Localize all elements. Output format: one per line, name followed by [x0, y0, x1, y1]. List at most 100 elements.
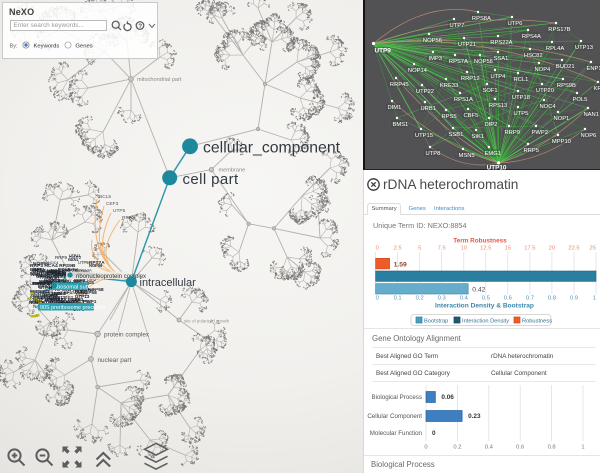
svg-text:0.3: 0.3: [438, 296, 446, 302]
svg-text:intracellular: intracellular: [140, 277, 197, 289]
svg-text:POL5: POL5: [83, 287, 95, 292]
svg-text:UTP13: UTP13: [45, 297, 60, 302]
svg-text:nuclear part: nuclear part: [98, 357, 132, 364]
svg-text:NOP56: NOP56: [44, 293, 59, 298]
svg-text:MRD1: MRD1: [39, 300, 52, 305]
svg-text:UTP21: UTP21: [69, 254, 80, 258]
svg-text:RPS14A: RPS14A: [46, 297, 64, 302]
svg-text:EMG1: EMG1: [485, 151, 501, 157]
svg-text:RRP36: RRP36: [47, 296, 61, 301]
svg-text:0.9: 0.9: [570, 296, 578, 302]
svg-text:25: 25: [590, 246, 596, 252]
svg-text:NAN1: NAN1: [68, 257, 79, 262]
svg-text:UTP9: UTP9: [375, 48, 392, 55]
svg-text:NOP1: NOP1: [554, 116, 570, 122]
svg-text:SIK1: SIK1: [472, 134, 485, 140]
svg-text:POL5: POL5: [573, 97, 588, 103]
svg-text:NOP12: NOP12: [52, 278, 68, 283]
svg-text:20: 20: [549, 246, 555, 252]
svg-text:SNU13: SNU13: [30, 293, 44, 298]
svg-text:NOC4: NOC4: [540, 104, 557, 110]
svg-text:BMS1: BMS1: [46, 269, 58, 274]
svg-text:UTP9: UTP9: [44, 293, 55, 298]
svg-text:RRP45: RRP45: [390, 82, 409, 88]
svg-text:NOP56: NOP56: [89, 263, 103, 268]
svg-text:RPS14A: RPS14A: [44, 291, 62, 296]
svg-text:NSR1: NSR1: [45, 275, 55, 280]
svg-text:SOF1: SOF1: [483, 88, 498, 94]
svg-text:10: 10: [461, 246, 467, 252]
svg-text:0.1: 0.1: [394, 296, 402, 302]
svg-text:RPS17B: RPS17B: [548, 27, 570, 33]
svg-text:RCL1: RCL1: [40, 275, 52, 280]
svg-text:RRP9: RRP9: [505, 130, 520, 136]
svg-text:RPL4A: RPL4A: [546, 46, 565, 52]
svg-text:NOC4: NOC4: [29, 300, 42, 305]
svg-text:SSA1: SSA1: [494, 56, 509, 62]
svg-text:UTP21: UTP21: [458, 42, 476, 48]
svg-text:UTP4: UTP4: [491, 74, 507, 80]
svg-text:CBF5: CBF5: [464, 113, 479, 119]
svg-text:RPS1A: RPS1A: [38, 284, 54, 289]
svg-text:NOC4: NOC4: [31, 269, 45, 275]
svg-text:NOP56: NOP56: [423, 38, 442, 44]
svg-text:NOP58: NOP58: [44, 278, 60, 284]
svg-text:Molecular Function: Molecular Function: [370, 430, 423, 437]
svg-text:DBP2: DBP2: [44, 280, 54, 284]
svg-text:RPS7A: RPS7A: [449, 59, 468, 65]
svg-text:PWP2: PWP2: [532, 130, 548, 136]
svg-text:RRP9: RRP9: [55, 255, 68, 260]
svg-text:POL5: POL5: [58, 267, 70, 272]
svg-text:DBP8: DBP8: [40, 280, 52, 285]
svg-text:NSR1: NSR1: [31, 272, 43, 277]
svg-text:RPS14A: RPS14A: [31, 292, 47, 297]
svg-text:UTP6: UTP6: [508, 21, 523, 27]
svg-text:UTP18: UTP18: [512, 95, 530, 101]
svg-text:DIP2: DIP2: [49, 269, 60, 274]
svg-text:0.2: 0.2: [453, 445, 461, 451]
svg-text:1: 1: [581, 445, 584, 451]
svg-text:NAN1: NAN1: [77, 290, 87, 295]
svg-text:BMS1: BMS1: [393, 122, 409, 128]
svg-text:MSN5: MSN5: [459, 153, 475, 159]
svg-text:RCL1: RCL1: [54, 291, 66, 296]
svg-text:ribosomal subunit: ribosomal subunit: [54, 285, 98, 291]
svg-text:RRP36: RRP36: [32, 281, 46, 286]
svg-text:RPS7A: RPS7A: [31, 290, 44, 295]
svg-text:UTP22: UTP22: [416, 89, 434, 95]
svg-text:RPF2: RPF2: [122, 215, 135, 221]
svg-text:UTP10: UTP10: [487, 164, 507, 170]
svg-text:5: 5: [418, 246, 421, 252]
svg-text:UTP5: UTP5: [514, 111, 529, 117]
svg-text:RPS4A: RPS4A: [522, 34, 541, 40]
svg-text:0: 0: [432, 430, 436, 437]
svg-text:BCL5: BCL5: [99, 194, 111, 200]
svg-text:RRP3: RRP3: [39, 279, 52, 284]
svg-text:IMP4: IMP4: [43, 289, 54, 294]
svg-text:BUD21: BUD21: [556, 64, 575, 70]
svg-text:KRR1: KRR1: [30, 295, 43, 300]
svg-text:15: 15: [505, 246, 511, 252]
svg-text:RLP7: RLP7: [39, 273, 51, 278]
svg-text:MRD1: MRD1: [51, 270, 63, 275]
svg-text:IMP4: IMP4: [33, 267, 45, 273]
svg-text:RPS1A: RPS1A: [454, 97, 473, 103]
svg-text:DBP2: DBP2: [69, 255, 82, 260]
svg-text:0.8: 0.8: [548, 445, 556, 451]
svg-text:ribonucleoprotein complex: ribonucleoprotein complex: [76, 274, 146, 280]
svg-text:NOP4: NOP4: [535, 67, 552, 73]
svg-text:0.7: 0.7: [526, 296, 534, 302]
svg-text:0.4: 0.4: [485, 445, 494, 451]
svg-text:RRP3 HCA4 RPS9B: RRP3 HCA4 RPS9B: [30, 263, 76, 269]
svg-text:BUD21 PWP1 PWP1: BUD21 PWP1 PWP1: [50, 299, 97, 305]
svg-text:NOP6: NOP6: [581, 133, 597, 139]
svg-text:1: 1: [593, 296, 596, 302]
svg-text:UTP15: UTP15: [415, 133, 433, 139]
svg-text:site of polarized growth: site of polarized growth: [184, 318, 230, 323]
svg-text:cell part: cell part: [183, 171, 240, 188]
svg-text:URB1: URB1: [421, 106, 436, 112]
svg-text:0.4: 0.4: [460, 296, 469, 302]
svg-text:SAS10: SAS10: [58, 273, 72, 278]
svg-text:SAS10: SAS10: [33, 294, 46, 299]
svg-text:KRE1: KRE1: [594, 86, 600, 92]
